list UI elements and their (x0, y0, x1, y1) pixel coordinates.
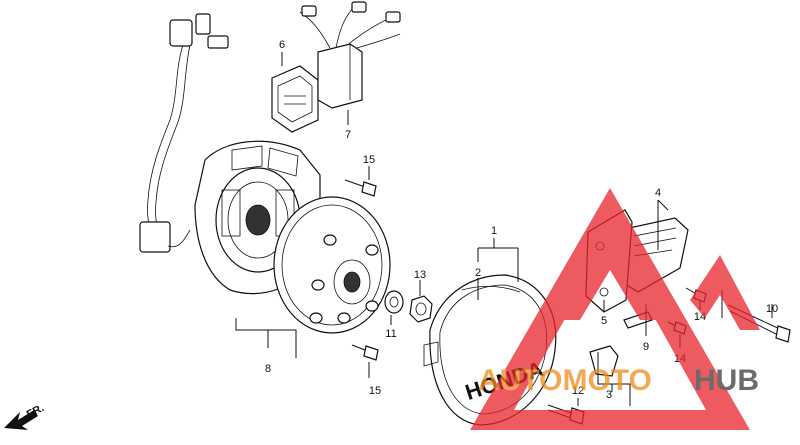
watermark-logo: AUTOMOTO HUB (470, 188, 760, 430)
module-part-6 (271, 65, 319, 133)
callout-5: 5 (601, 315, 607, 327)
callout-9: 9 (643, 341, 649, 353)
callout-12: 12 (572, 385, 584, 397)
watermark-text-autmoto: AUTOMOTO (478, 364, 652, 397)
callout-6: 6 (279, 39, 285, 51)
callout-3: 3 (606, 389, 612, 401)
bolt-part-15-top (344, 179, 377, 197)
nut-part-13 (409, 295, 433, 323)
callout-13: 13 (414, 269, 426, 281)
washer-part-11 (384, 290, 404, 314)
callout-8: 8 (265, 363, 271, 375)
leader-lines (235, 52, 773, 406)
callout-7: 7 (345, 129, 351, 141)
flywheel-rotor (273, 196, 391, 334)
callout-1: 1 (491, 225, 497, 237)
callout-2: 2 (475, 267, 481, 279)
front-arrow-icon (4, 410, 38, 430)
wire-harness (139, 13, 229, 253)
callout-15-top: 15 (363, 154, 375, 166)
bracket-part-3 (589, 345, 619, 377)
front-label: FR. (25, 402, 46, 421)
front-direction-indicator: FR. (4, 402, 46, 430)
callout-10: 10 (766, 303, 778, 315)
watermark-triangle-icon (470, 188, 750, 430)
watermark-text-hub: HUB (694, 364, 759, 397)
callout-4: 4 (655, 187, 661, 199)
ignition-unit-part-7 (299, 1, 401, 109)
callout-11: 11 (385, 328, 396, 340)
bolt-part-15-bottom (351, 344, 379, 361)
callout-15-bottom: 15 (369, 385, 381, 397)
